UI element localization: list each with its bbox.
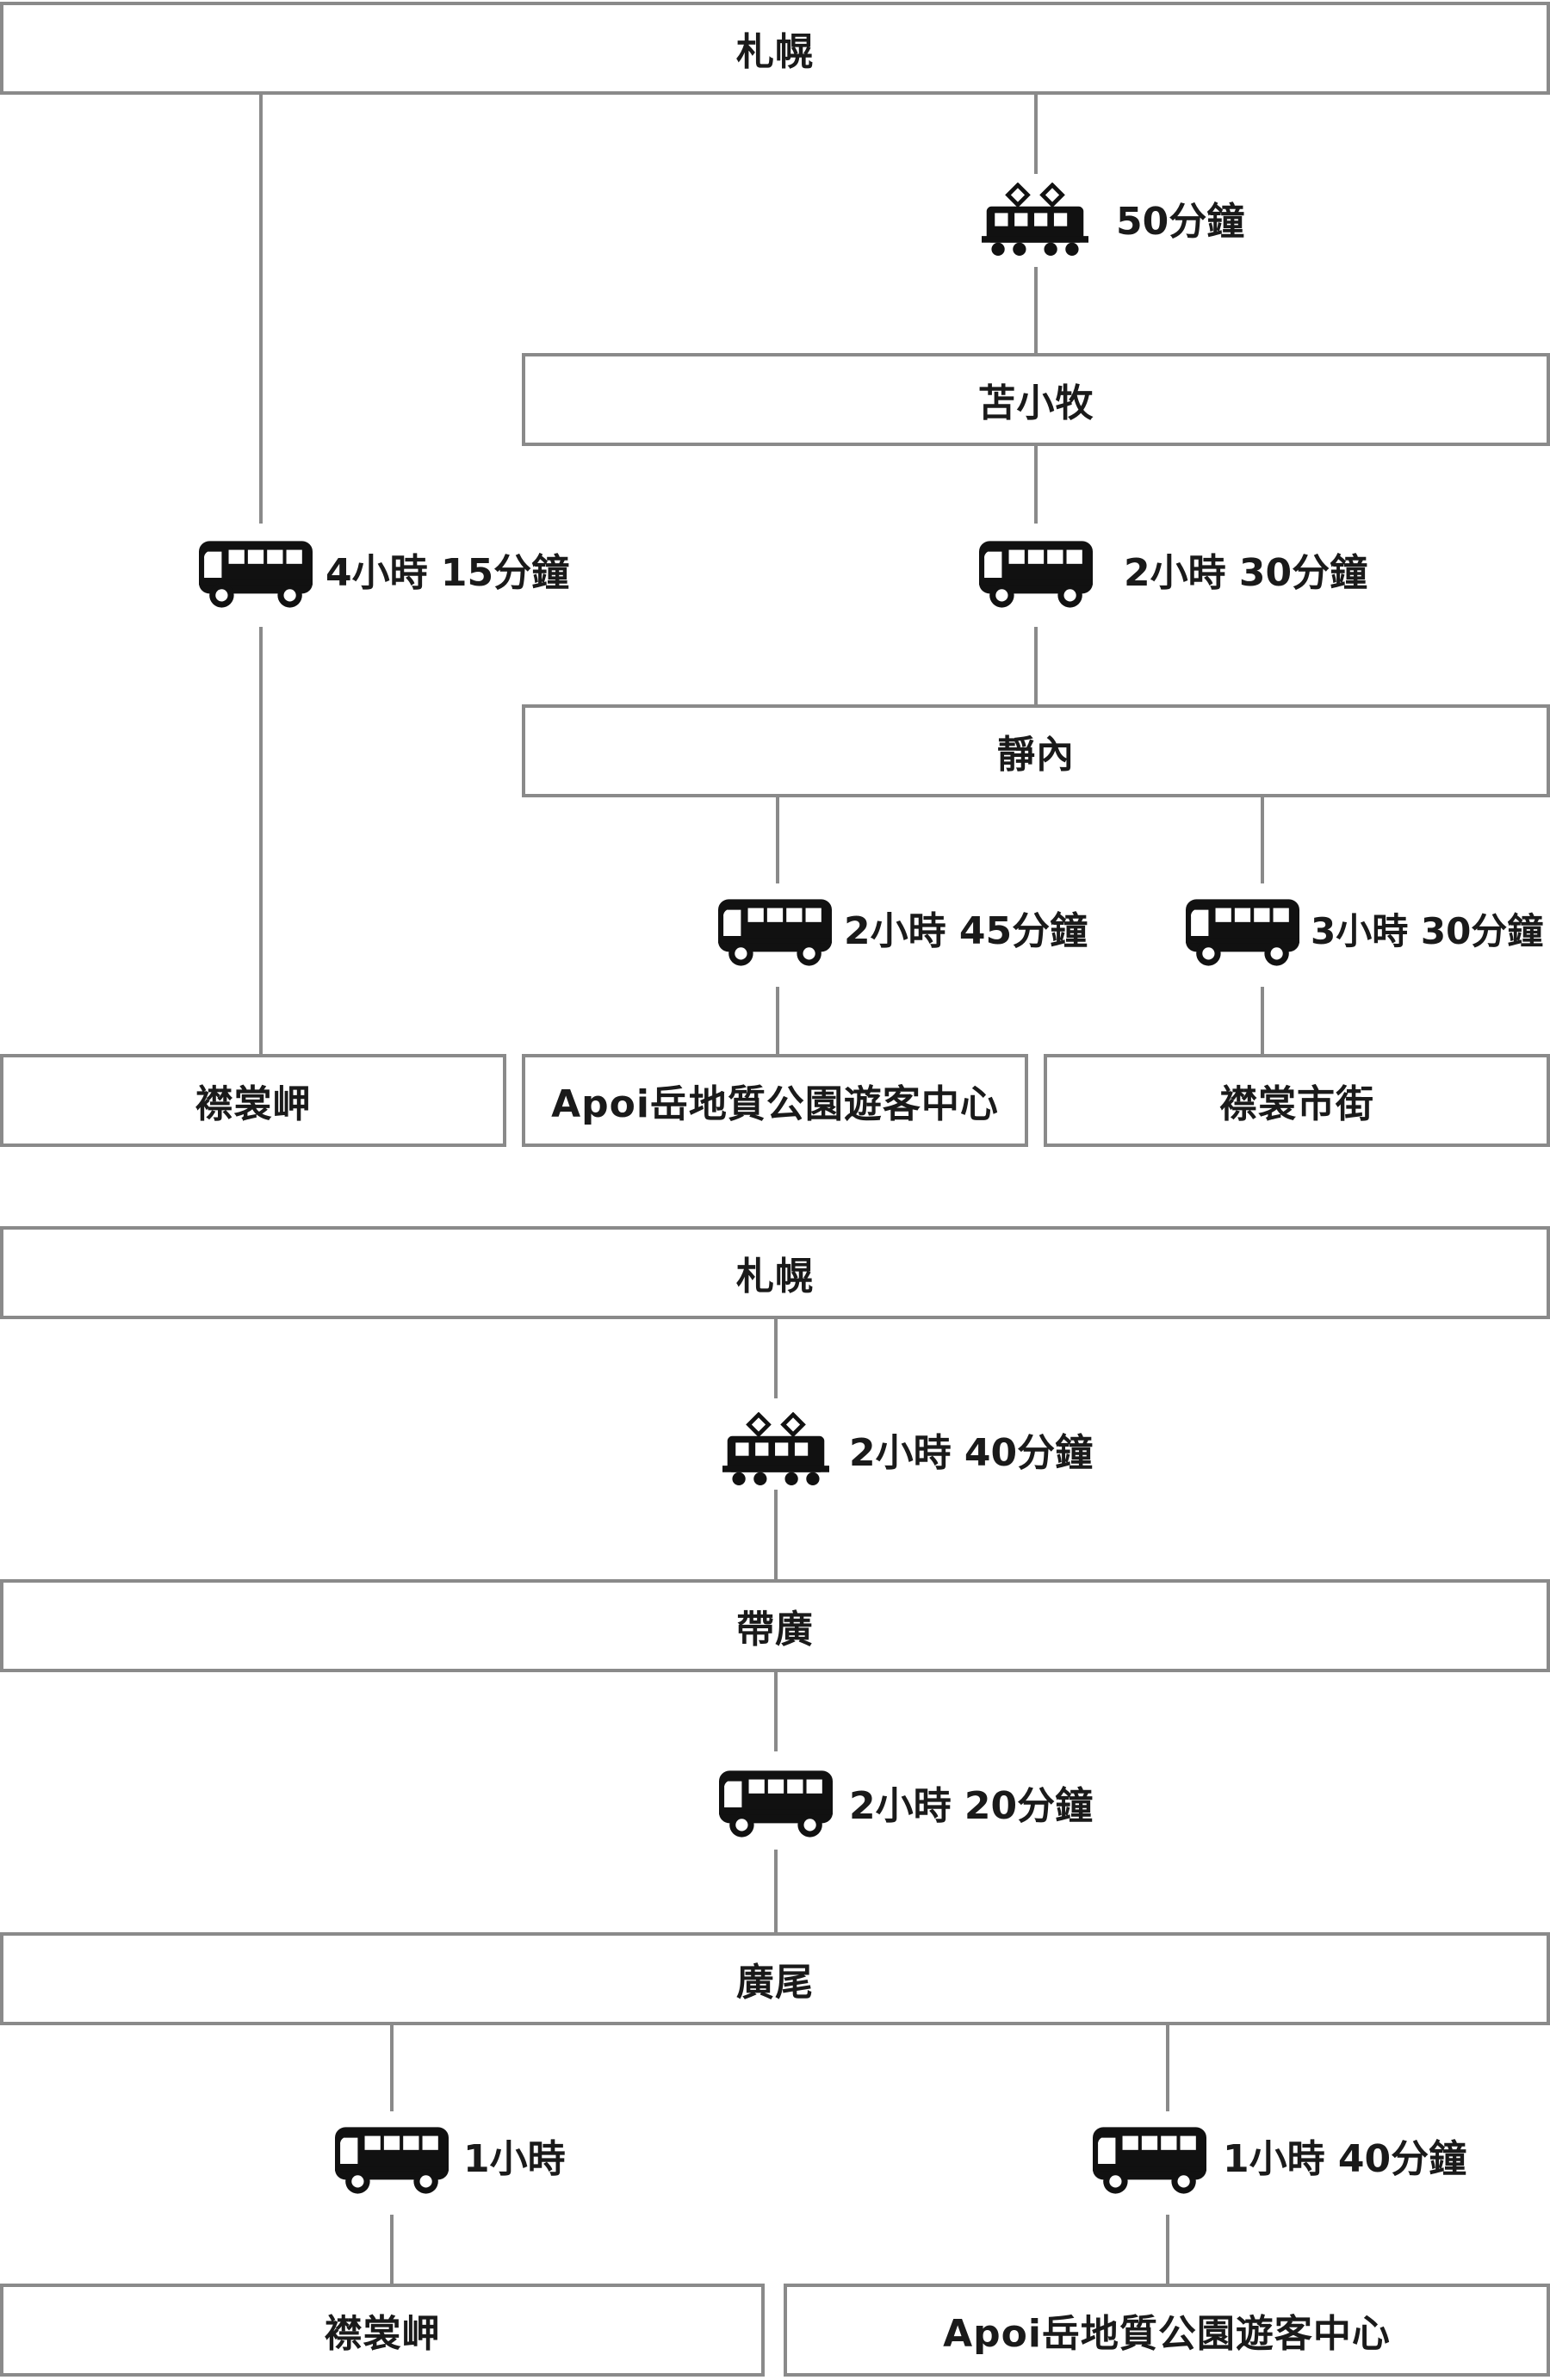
connector-line: [1034, 444, 1038, 524]
connector-line: [1261, 987, 1264, 1056]
station-name: 苫小牧: [977, 381, 1094, 425]
connector-line: [1034, 627, 1038, 706]
station-box-hiroo: 廣尾: [0, 1932, 1550, 2025]
connector-line: [390, 2215, 394, 2285]
bus-icon: [335, 2125, 449, 2196]
duration-label: 1小時: [463, 2137, 566, 2181]
station-name: 廣尾: [736, 1961, 814, 2005]
bus-icon: [1186, 897, 1299, 968]
bus-icon: [718, 897, 832, 968]
connector-line: [774, 1670, 778, 1751]
station-box-erimo-town: 襟裳市街: [1044, 1054, 1550, 1147]
station-box-tomakomai: 苫小牧: [522, 353, 1550, 446]
station-box-apoi-center: Apoi岳地質公園遊客中心: [522, 1054, 1028, 1147]
station-box-apoi-center: Apoi岳地質公園遊客中心: [784, 2284, 1550, 2377]
connector-line: [259, 95, 263, 524]
station-name: 札幌: [736, 30, 814, 74]
duration-label: 1小時 40分鐘: [1223, 2137, 1467, 2181]
duration-label: 2小時 40分鐘: [849, 1431, 1094, 1475]
station-name: Apoi岳地質公園遊客中心: [943, 2312, 1391, 2356]
station-name: 札幌: [736, 1255, 814, 1298]
connector-line: [390, 2024, 394, 2111]
station-box-erimo-cape: 襟裳岬: [0, 1054, 506, 1147]
connector-line: [776, 987, 779, 1056]
duration-label: 4小時 15分鐘: [326, 551, 570, 595]
bus-icon: [199, 539, 313, 610]
station-box-erimo-cape: 襟裳岬: [0, 2284, 765, 2377]
duration-label: 3小時 30分鐘: [1311, 910, 1544, 952]
duration-label: 50分鐘: [1116, 200, 1245, 244]
station-name: Apoi岳地質公園遊客中心: [551, 1082, 999, 1126]
connector-line: [1034, 95, 1038, 174]
station-box-shizunai: 靜內: [522, 704, 1550, 797]
train-icon: [722, 1412, 829, 1488]
connector-line: [774, 1317, 778, 1398]
train-icon: [982, 183, 1088, 258]
connector-line: [774, 1490, 778, 1581]
bus-icon: [979, 539, 1093, 610]
station-box-sapporo: 札幌: [0, 1226, 1550, 1319]
connector-line: [1166, 2024, 1169, 2111]
connector-line: [774, 1850, 778, 1934]
station-name: 襟裳岬: [324, 2312, 441, 2356]
station-box-obihiro: 帶廣: [0, 1579, 1550, 1672]
bus-icon: [719, 1769, 833, 1839]
connector-line: [1034, 267, 1038, 355]
connector-line: [1261, 796, 1264, 883]
duration-label: 2小時 30分鐘: [1124, 551, 1368, 595]
station-box-sapporo: 札幌: [0, 2, 1550, 95]
connector-line: [776, 796, 779, 883]
duration-label: 2小時 45分鐘: [844, 909, 1088, 953]
connector-line: [259, 627, 263, 1056]
duration-label: 2小時 20分鐘: [849, 1784, 1094, 1828]
station-name: 靜內: [997, 733, 1075, 777]
bus-icon: [1093, 2125, 1206, 2196]
station-name: 帶廣: [736, 1608, 814, 1652]
station-name: 襟裳市街: [1219, 1082, 1374, 1126]
station-name: 襟裳岬: [195, 1082, 312, 1126]
connector-line: [1166, 2215, 1169, 2285]
